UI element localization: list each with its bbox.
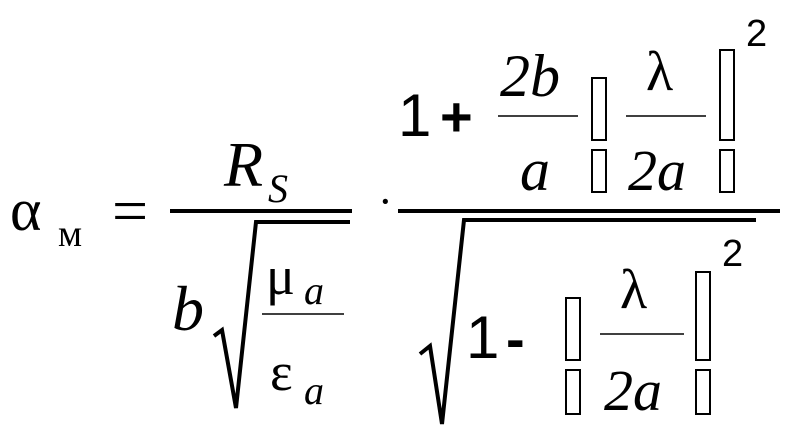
- den-left-bracket-top-icon: [565, 297, 581, 361]
- rs-symbol: R: [223, 129, 263, 200]
- right-bracket-bottom-icon: [719, 149, 735, 193]
- coef-a: a: [520, 137, 550, 203]
- num-lambda: λ: [646, 41, 673, 103]
- den-exponent: 2: [722, 233, 743, 275]
- den-2a: 2a: [604, 358, 662, 423]
- equals-sign: =: [112, 175, 148, 246]
- den-right-bracket-top-icon: [695, 271, 711, 361]
- num-2a: 2a: [628, 138, 686, 203]
- large-radical-icon: [418, 218, 756, 425]
- multiplication-dot: ·: [378, 177, 393, 226]
- den-right-bracket-bottom-icon: [695, 369, 711, 415]
- eps-subscript: a: [304, 368, 324, 413]
- num-exponent: 2: [746, 13, 767, 55]
- coef-2b: 2b: [500, 43, 560, 109]
- den-lambda: λ: [620, 259, 647, 321]
- num-plus: +: [440, 85, 473, 148]
- den-one: 1: [466, 304, 499, 371]
- num-one: 1: [398, 82, 431, 149]
- right-bracket-top-icon: [719, 49, 735, 141]
- coefficient-b: b: [172, 273, 204, 344]
- eps-symbol: ε: [270, 342, 293, 402]
- rs-subscript: S: [268, 166, 288, 211]
- lhs-symbol: α: [10, 177, 41, 243]
- den-minus: -: [506, 307, 525, 370]
- den-left-bracket-bottom-icon: [565, 369, 581, 415]
- left-bracket-top-icon: [591, 77, 607, 141]
- left-bracket-bottom-icon: [591, 149, 607, 193]
- small-radical-icon: [212, 220, 350, 409]
- lhs-subscript: м: [58, 213, 82, 255]
- mu-subscript: a: [304, 268, 324, 313]
- mu-symbol: μ: [266, 246, 295, 306]
